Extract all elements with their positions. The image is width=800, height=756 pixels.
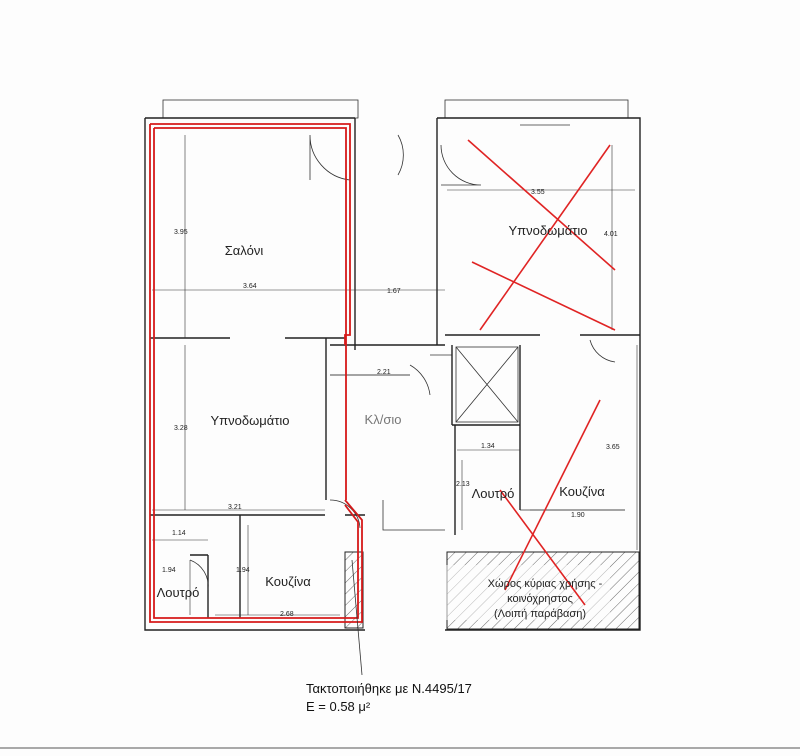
room-label-hall: Κλ/σιο xyxy=(365,412,402,427)
dim-label: 1.94 xyxy=(162,567,176,574)
balcony-left xyxy=(162,99,359,119)
shared-area-line1: Χώρος κύριας χρήσης - xyxy=(488,578,603,590)
dim-label: 3.95 xyxy=(174,229,188,236)
dim-label: 3.28 xyxy=(174,425,188,432)
shared-area-line3: (Λοιπή παράβαση) xyxy=(494,608,586,620)
room-label-saloni: Σαλόνι xyxy=(225,243,264,258)
dim-label: 1.34 xyxy=(481,443,495,450)
doors xyxy=(189,124,616,591)
legalization-note-line2: Ε = 0.58 μ² xyxy=(306,699,371,714)
outer-walls xyxy=(144,117,641,631)
dim-label: 2.21 xyxy=(377,369,391,376)
legalized-outline xyxy=(149,123,363,623)
dim-label: 4.01 xyxy=(604,231,618,238)
dim-label: 1.90 xyxy=(571,512,585,519)
dim-label: 3.21 xyxy=(228,504,242,511)
balcony-right xyxy=(444,99,629,119)
shared-area-hatch xyxy=(440,551,640,630)
shared-area-line2: κοινόχρηστος xyxy=(507,593,573,605)
dim-label: 2.13 xyxy=(456,481,470,488)
right-interior-walls xyxy=(445,334,640,535)
legalization-note-line1: Τακτοποιήθηκε με Ν.4495/17 xyxy=(306,681,472,696)
room-label-bath-right: Λουτρό xyxy=(472,486,515,501)
dimension-lines xyxy=(152,135,638,616)
legalized-area-hatch xyxy=(344,551,364,629)
dim-label: 3.65 xyxy=(606,444,620,451)
dim-label: 3.64 xyxy=(243,283,257,290)
dim-label: 2.68 xyxy=(280,611,294,618)
dim-label: 1.14 xyxy=(172,530,186,537)
note-leader-line xyxy=(351,559,363,676)
room-label-bedroom-left: Υπνοδωμάτιο xyxy=(210,413,289,428)
room-label-bedroom-right: Υπνοδωμάτιο xyxy=(508,223,587,238)
violation-cross-kitchen xyxy=(499,399,601,606)
violation-cross-bedroom xyxy=(467,139,616,331)
dim-label: 1.94 xyxy=(236,567,250,574)
dim-label: 1.67 xyxy=(387,288,401,295)
room-label-bath-left: Λουτρό xyxy=(157,585,200,600)
dim-label: 3.55 xyxy=(531,189,545,196)
room-label-kitchen-right: Κουζίνα xyxy=(559,484,605,499)
room-label-kitchen-left: Κουζίνα xyxy=(265,574,311,589)
shaft xyxy=(455,346,519,423)
